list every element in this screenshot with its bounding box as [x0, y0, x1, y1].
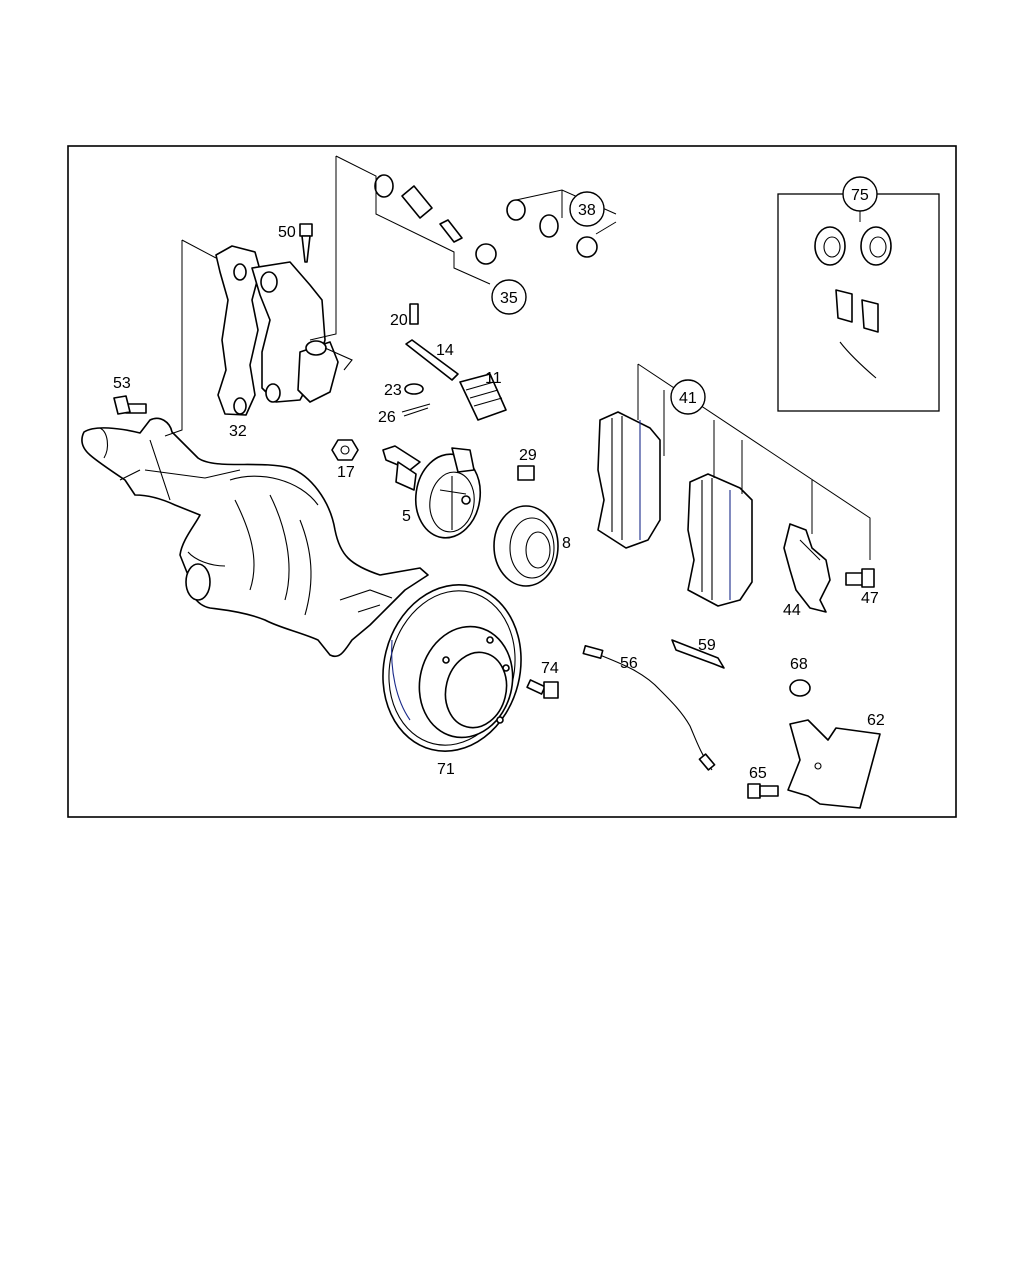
- cotter-pin-26: [401, 403, 431, 417]
- label-53: 53: [113, 375, 131, 392]
- callout-circle-35: [491, 279, 527, 315]
- label-5: 5: [402, 508, 411, 525]
- wheel-hub-5: [382, 445, 482, 539]
- leader-lines: [164, 155, 871, 560]
- label-71: 71: [437, 761, 455, 778]
- bolt-65: [747, 783, 779, 799]
- axle-housing: [81, 417, 429, 658]
- pin-14: [405, 339, 459, 381]
- label-20: 20: [390, 312, 408, 329]
- label-44: 44: [783, 602, 801, 619]
- label-38: 38: [578, 202, 596, 219]
- callout-circle-75: [842, 176, 878, 212]
- part-labels: 5 8 11 14 17 20 23 26 29 32 35 38 41 44 …: [113, 187, 885, 782]
- brake-pads-41: [597, 411, 753, 607]
- label-29: 29: [519, 447, 537, 464]
- label-65: 65: [749, 765, 767, 782]
- label-23: 23: [384, 382, 402, 399]
- label-47: 47: [861, 590, 879, 607]
- brake-caliper-32: [215, 245, 353, 416]
- guide-pin-kit-35: [374, 174, 497, 265]
- bolt-53: [113, 395, 147, 415]
- label-56: 56: [620, 655, 638, 672]
- label-11: 11: [485, 370, 502, 387]
- kit-box-75: [777, 193, 940, 412]
- bolt-47: [845, 568, 875, 588]
- bleeder-screw-50: [299, 223, 313, 263]
- nut-29: [517, 465, 535, 481]
- label-75: 75: [851, 187, 869, 204]
- label-26: 26: [378, 409, 396, 426]
- label-14: 14: [436, 342, 454, 359]
- label-74: 74: [541, 660, 559, 677]
- bracket-62: [787, 719, 881, 809]
- label-32: 32: [229, 423, 247, 440]
- label-50: 50: [278, 224, 296, 241]
- label-17: 17: [337, 464, 355, 481]
- nut-17: [331, 439, 359, 461]
- bolt-20: [409, 303, 419, 325]
- seal-11: [459, 373, 507, 421]
- washer-23: [404, 383, 424, 395]
- callout-circle-41: [670, 379, 706, 415]
- label-59: 59: [698, 637, 716, 654]
- dust-cap-8: [493, 505, 559, 587]
- clip-68: [789, 679, 811, 697]
- bolt-74: [526, 679, 559, 699]
- kit-75-contents: [814, 226, 892, 379]
- brake-disc-71: [382, 584, 522, 752]
- label-68: 68: [790, 656, 808, 673]
- label-8: 8: [562, 535, 571, 552]
- label-41: 41: [679, 390, 697, 407]
- callout-circle-38: [569, 191, 605, 227]
- clip-59: [671, 639, 725, 669]
- label-62: 62: [867, 712, 885, 729]
- diagram-frame: [67, 145, 957, 818]
- wear-sensor-56: [582, 645, 716, 771]
- anti-rattle-spring-44: [783, 523, 831, 613]
- label-35: 35: [500, 290, 518, 307]
